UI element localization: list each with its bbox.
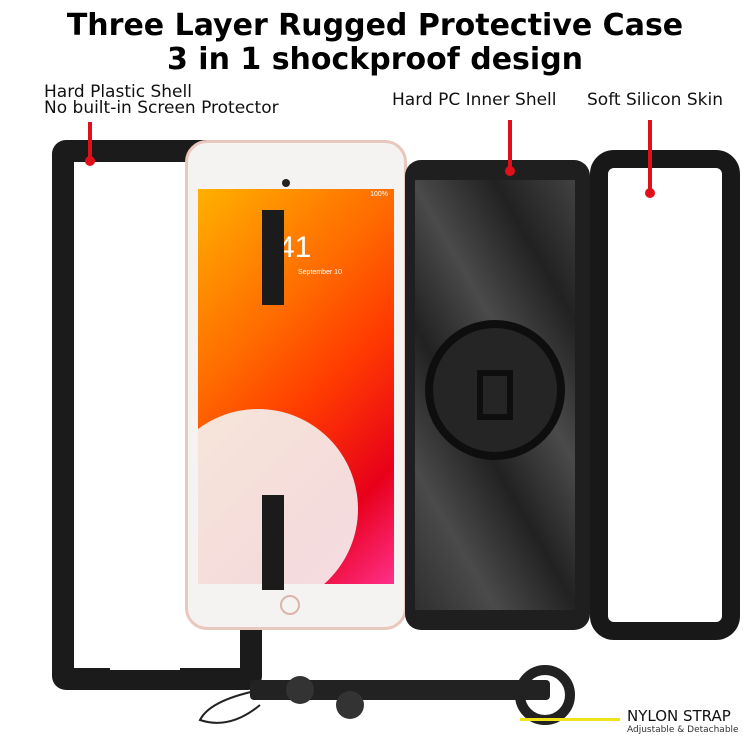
title-line-1: Three Layer Rugged Protective Case xyxy=(66,8,684,43)
shell-clip-bottom xyxy=(262,495,284,590)
strap-band xyxy=(250,680,550,700)
camera-icon xyxy=(282,179,290,187)
pointer-dot xyxy=(85,156,95,166)
title-line-2: 3 in 1 shockproof design xyxy=(166,42,584,77)
ipad-device: 100% 41 September 10 xyxy=(185,140,407,630)
label-strap-sub: Adjustable & Detachable xyxy=(627,725,739,735)
ipad-screen: 100% 41 September 10 xyxy=(198,189,394,584)
strap-loop xyxy=(198,689,261,724)
label-inner-shell: Hard PC Inner Shell xyxy=(392,90,557,110)
label-strap: NYLON STRAP xyxy=(627,707,731,725)
label-hard-shell: Hard Plastic Shell xyxy=(44,82,192,102)
status-bar: 100% xyxy=(370,191,388,198)
pointer-inner-shell xyxy=(508,120,512,170)
strap-buckle xyxy=(336,691,364,719)
shell-clip-top xyxy=(262,210,284,305)
pointer-dot xyxy=(645,188,655,198)
strap-pointer xyxy=(520,718,620,721)
strap-buckle xyxy=(286,676,314,704)
pointer-hard-shell xyxy=(88,122,92,160)
pointer-skin xyxy=(648,120,652,192)
pointer-dot xyxy=(505,166,515,176)
shell-cutout xyxy=(110,640,180,670)
soft-silicon-skin xyxy=(590,150,740,640)
label-skin: Soft Silicon Skin xyxy=(587,90,723,110)
kickstand-icon xyxy=(477,370,513,420)
label-hard-shell-note: No built-in Screen Protector xyxy=(44,98,279,118)
lock-date: September 10 xyxy=(298,269,342,276)
hard-pc-inner-shell xyxy=(405,160,590,630)
rotating-handle-ring xyxy=(425,320,565,460)
nylon-strap xyxy=(198,665,575,725)
home-button xyxy=(280,595,300,615)
